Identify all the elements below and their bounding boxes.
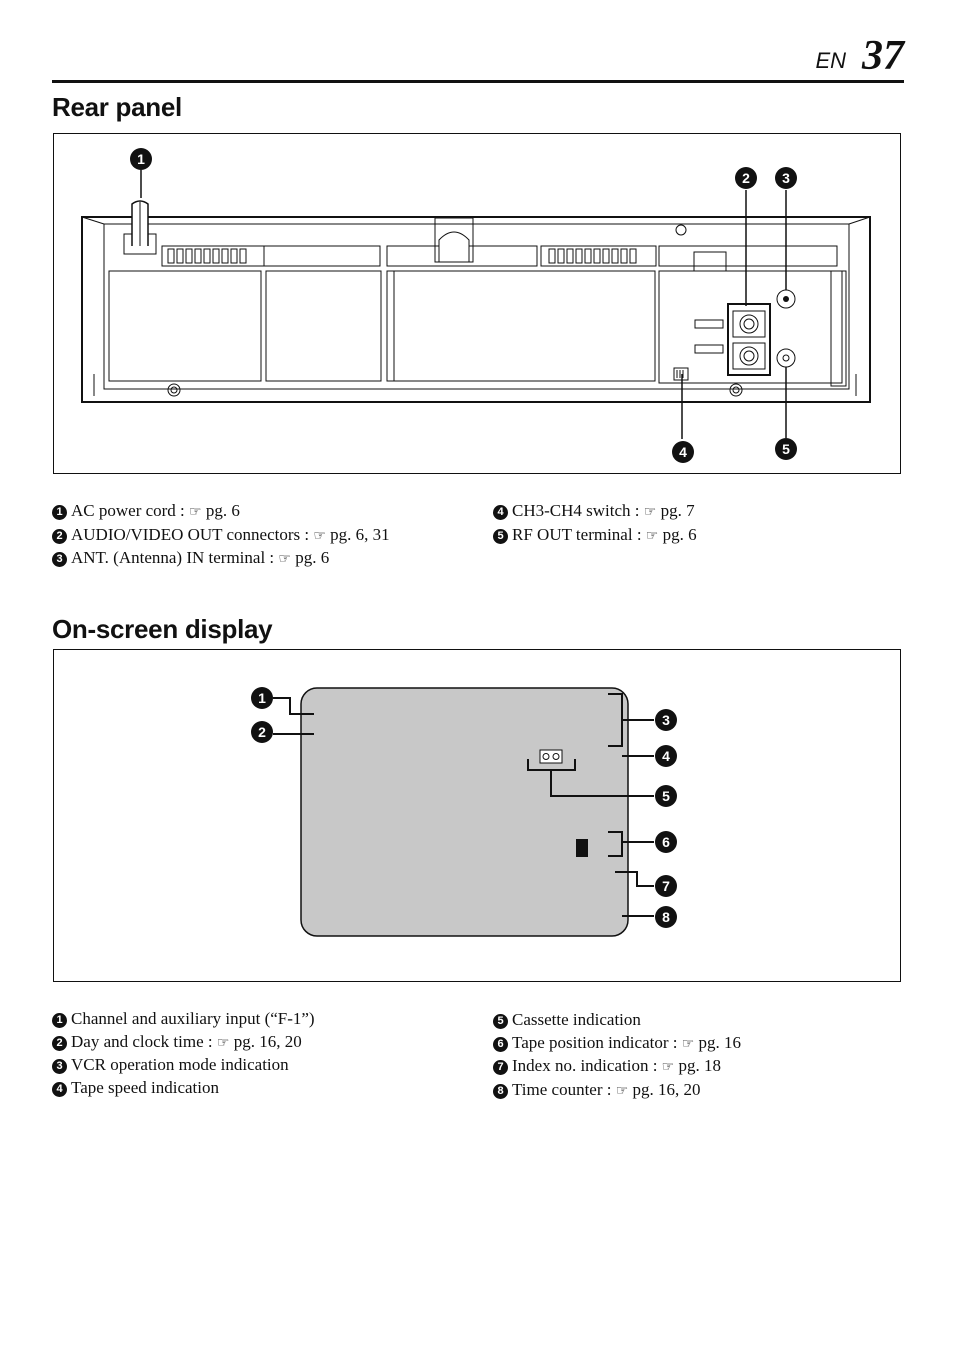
osd-callout-5: 5 [655, 785, 677, 807]
svg-text:3: 3 [662, 712, 670, 728]
svg-text:1: 1 [258, 690, 266, 706]
svg-text:6: 6 [662, 834, 670, 850]
pointing-hand-icon: ☞ [661, 1059, 675, 1075]
page-number: 37 [862, 33, 904, 79]
svg-text:5: 5 [782, 441, 790, 457]
pointing-hand-icon: ☞ [313, 527, 326, 544]
pointing-hand-icon: ☞ [189, 504, 202, 520]
osd-callout-4: 4 [655, 745, 677, 767]
rear-panel-title: Rear panel [52, 92, 182, 122]
svg-text:5: 5 [662, 788, 670, 804]
svg-text:4: 4 [662, 748, 670, 764]
callout-2: 2 [735, 167, 757, 189]
language-code: EN [815, 48, 846, 73]
tv-screen-illustration: 1 2 3 4 5 6 7 8 [251, 687, 677, 937]
svg-text:4: 4 [679, 444, 687, 460]
osd-callout-7: 7 [655, 875, 677, 897]
pointing-hand-icon: ☞ [216, 1034, 230, 1051]
pointing-hand-icon: ☞ [645, 527, 659, 544]
page-header: EN 37 [52, 33, 904, 83]
osd-callout-8: 8 [655, 906, 677, 928]
svg-text:2: 2 [742, 170, 750, 186]
osd-callout-1: 1 [251, 687, 273, 709]
on-screen-display-title: On-screen display [52, 614, 273, 644]
cassette-icon [539, 749, 563, 764]
svg-text:2: 2 [258, 724, 266, 740]
callout-3: 3 [775, 167, 797, 189]
pointing-hand-icon: ☞ [278, 551, 291, 567]
svg-text:7: 7 [662, 878, 670, 894]
vcr-rear-illustration: 1 2 3 4 5 [81, 148, 871, 463]
pointing-hand-icon: ☞ [643, 504, 657, 520]
osd-callout-2: 2 [251, 721, 273, 743]
callout-1: 1 [130, 148, 152, 170]
on-screen-display-figure: 1 2 3 4 5 6 7 8 [53, 649, 901, 982]
svg-text:8: 8 [662, 909, 670, 925]
svg-text:3: 3 [782, 170, 790, 186]
pointing-hand-icon: ☞ [615, 1082, 629, 1099]
osd-callout-6: 6 [655, 831, 677, 853]
osd-callout-3: 3 [655, 709, 677, 731]
pointing-hand-icon: ☞ [681, 1035, 695, 1052]
callout-5: 5 [775, 438, 797, 460]
svg-text:1: 1 [137, 151, 145, 167]
callout-4: 4 [672, 441, 694, 463]
rear-panel-figure: 1 2 3 4 5 [53, 133, 901, 474]
